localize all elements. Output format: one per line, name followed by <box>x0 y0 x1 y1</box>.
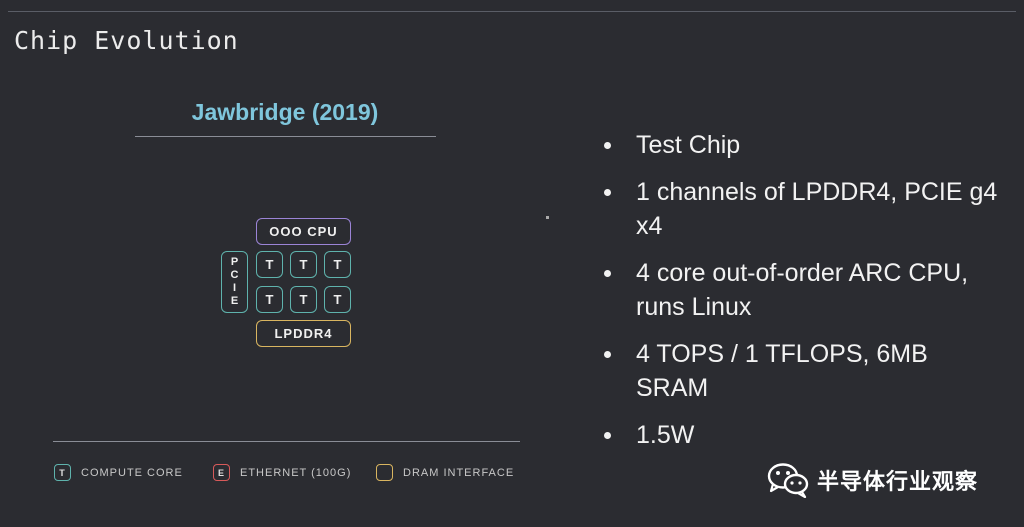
pcie-letter: E <box>230 295 239 307</box>
slide-title: Chip Evolution <box>14 26 239 55</box>
top-divider <box>8 11 1016 12</box>
spec-item: Test Chip <box>600 128 1000 162</box>
legend-item-ethernet: E ETHERNET (100G) <box>213 464 351 481</box>
compute-core: T <box>324 286 351 313</box>
ethernet-swatch: E <box>213 464 230 481</box>
wechat-icon <box>767 463 809 498</box>
compute-core: T <box>290 251 317 278</box>
spec-item: 1 channels of LPDDR4, PCIE g4 x4 <box>600 175 1000 243</box>
spec-item: 4 core out-of-order ARC CPU, runs Linux <box>600 256 1000 324</box>
spec-item: 4 TOPS / 1 TFLOPS, 6MB SRAM <box>600 337 1000 405</box>
compute-core-swatch: T <box>54 464 71 481</box>
legend-label: COMPUTE CORE <box>81 466 183 479</box>
chip-title-underline <box>135 136 436 137</box>
legend-item-dram: DRAM INTERFACE <box>376 464 514 481</box>
dram-swatch <box>376 464 393 481</box>
legend-label: DRAM INTERFACE <box>403 466 515 479</box>
compute-core: T <box>324 251 351 278</box>
pcie-letter: P <box>230 256 239 268</box>
pcie-block: P C I E <box>221 251 248 313</box>
spec-item: 1.5W <box>600 418 1000 452</box>
spec-list: Test Chip 1 channels of LPDDR4, PCIE g4 … <box>600 128 1000 465</box>
pcie-letter: I <box>232 282 237 294</box>
compute-core: T <box>256 286 283 313</box>
chip-title: Jawbridge (2019) <box>191 99 379 125</box>
legend-label: ETHERNET (100G) <box>240 466 352 479</box>
mouse-cursor <box>546 216 549 219</box>
watermark-text: 半导体行业观察 <box>817 470 979 495</box>
compute-core: T <box>290 286 317 313</box>
pcie-letter: C <box>230 269 239 281</box>
watermark: 半导体行业观察 <box>767 462 978 498</box>
legend-divider <box>53 441 520 442</box>
lpddr4-block: LPDDR4 <box>256 320 351 347</box>
compute-core: T <box>256 251 283 278</box>
cpu-block: OOO CPU <box>256 218 351 245</box>
legend-item-compute: T COMPUTE CORE <box>54 464 183 481</box>
